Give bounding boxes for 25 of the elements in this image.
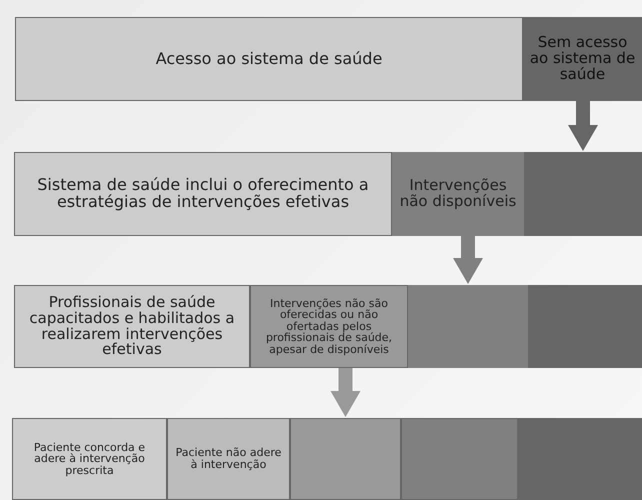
funnel-segment: [250, 285, 408, 368]
bar-segment: [401, 418, 518, 500]
funnel-segment: [15, 17, 523, 101]
block-arrow: [568, 101, 598, 151]
funnel-segment: [523, 17, 642, 101]
funnel-segment: [167, 418, 290, 500]
segment-label: Sem acesso ao sistema de saúde: [528, 35, 636, 83]
bar-segment: [524, 152, 642, 236]
bar-segment: [290, 418, 401, 500]
segment-label: Sistema de saúde inclui o oferecimento a estratégias de intervenções efetivas: [36, 177, 370, 211]
bar-segment: [408, 285, 528, 368]
segment-label: Paciente não adere à intervenção: [174, 447, 282, 471]
segment-label: Acesso ao sistema de saúde: [154, 50, 384, 68]
segment-label: Intervenções não são oferecidas ou não ofertadas pelos profissionais de saúde, apesar de disponíveis: [264, 298, 394, 356]
bar-segment: [518, 418, 642, 500]
segment-label: Intervenções não disponíveis: [398, 178, 518, 210]
funnel-segment: [14, 285, 250, 368]
block-arrow: [330, 368, 360, 417]
funnel-segment: [12, 418, 167, 500]
bar-segment: [528, 285, 642, 368]
segment-label: Profissionais de saúde capacitados e habilitados a realizarem intervenções efetivas: [28, 295, 236, 358]
funnel-segment: [14, 152, 392, 236]
funnel-segment: [392, 152, 524, 236]
segment-label: Paciente concorda e adere à intervenção prescrita: [32, 442, 146, 476]
block-arrow: [453, 236, 483, 284]
